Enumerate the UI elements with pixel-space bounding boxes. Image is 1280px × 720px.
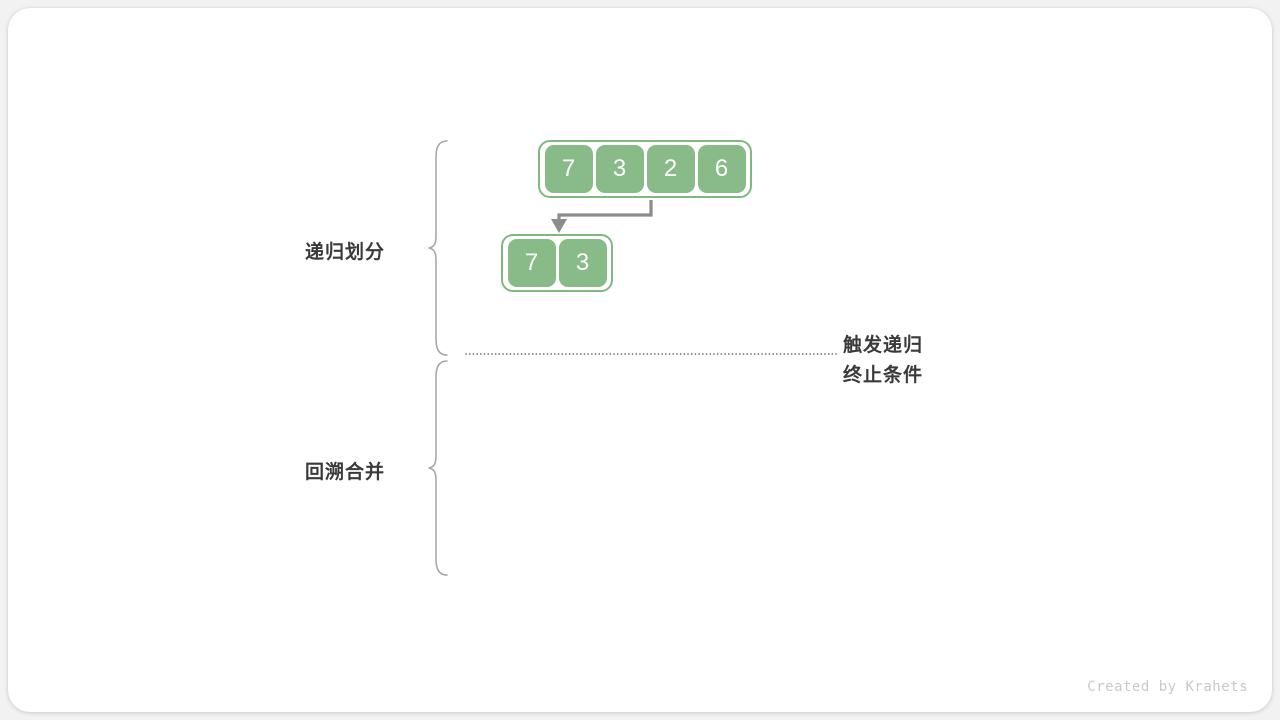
array-cell: 3 xyxy=(595,145,644,193)
array-cell: 3 xyxy=(558,239,607,287)
white-card xyxy=(8,8,1272,712)
array-cell: 6 xyxy=(697,145,746,193)
array-cell: 7 xyxy=(507,239,556,287)
termination-annotation: 触发递归 终止条件 xyxy=(843,331,923,391)
array-group-parent: 7 3 2 6 xyxy=(538,140,752,198)
phase-label-divide: 递归划分 xyxy=(305,242,386,263)
phase-label-merge: 回溯合并 xyxy=(305,462,386,483)
recursion-arrow-icon xyxy=(551,200,653,233)
annotation-line-2: 终止条件 xyxy=(843,365,924,386)
annotation-line-1: 触发递归 xyxy=(843,335,924,356)
array-cell: 2 xyxy=(646,145,695,193)
brace-merge-icon xyxy=(428,360,448,576)
credit-text: Created by Krahets xyxy=(1087,679,1248,695)
array-cell: 7 xyxy=(544,145,593,193)
brace-divide-icon xyxy=(428,140,448,356)
array-group-left-half: 7 3 xyxy=(501,234,613,292)
